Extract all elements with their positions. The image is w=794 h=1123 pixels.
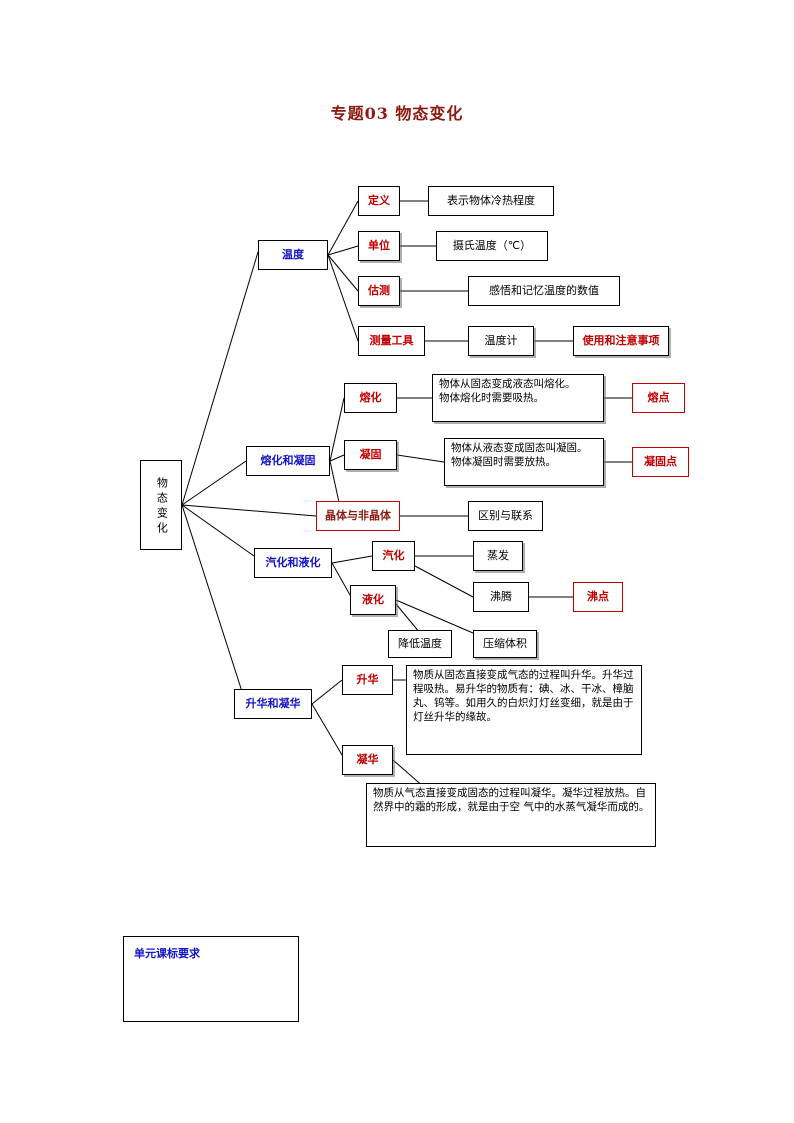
node-deposition-label: 凝华 <box>356 752 379 766</box>
node-temperature-definition-detail-label: 表示物体冷热程度 <box>447 193 535 207</box>
node-solidifying[interactable]: 凝固 <box>344 440 397 470</box>
unit-standard-box[interactable]: 单元课标要求 <box>123 936 299 1022</box>
node-boiling-point-label: 沸点 <box>587 589 609 603</box>
node-temperature-definition-detail[interactable]: 表示物体冷热程度 <box>428 186 554 216</box>
node-root[interactable]: 物态变化 <box>140 460 182 550</box>
node-temperature-tool-label: 测量工具 <box>369 333 414 347</box>
node-temperature-unit-label: 单位 <box>368 238 390 252</box>
node-boiling[interactable]: 沸腾 <box>473 582 529 612</box>
node-boiling-point[interactable]: 沸点 <box>573 582 623 612</box>
node-vaporization-liquefaction[interactable]: 汽化和液化 <box>254 548 332 578</box>
node-melting-solidifying-label: 熔化和凝固 <box>260 453 316 467</box>
node-deposition-definition[interactable]: 物质从气态直接变成固态的过程叫凝华。凝华过程放热。自然界中的霜的形成，就是由于空… <box>366 783 656 847</box>
node-lower-temperature[interactable]: 降低温度 <box>388 630 452 658</box>
node-melting-definition-text: 物体从固态变成液态叫熔化。 物体熔化时需要吸热。 <box>439 378 576 404</box>
node-evaporation[interactable]: 蒸发 <box>473 541 523 571</box>
node-solidifying-definition[interactable]: 物体从液态变成固态叫凝固。 物体凝固时需要放热。 <box>444 438 604 486</box>
node-boiling-label: 沸腾 <box>490 589 512 603</box>
node-solidifying-point[interactable]: 凝固点 <box>632 447 689 477</box>
node-temperature-estimate-detail[interactable]: 感悟和记忆温度的数值 <box>468 276 620 306</box>
node-thermometer-usage[interactable]: 使用和注意事项 <box>573 326 669 356</box>
node-temperature-estimate-label: 估测 <box>368 283 390 297</box>
node-liquefaction[interactable]: 液化 <box>350 585 396 615</box>
node-temperature-unit-detail[interactable]: 摄氏温度（℃） <box>436 231 548 261</box>
node-crystal-label: 晶体与非晶体 <box>325 508 391 522</box>
node-temperature-definition[interactable]: 定义 <box>358 186 400 216</box>
node-solidifying-definition-text: 物体从液态变成固态叫凝固。 物体凝固时需要放热。 <box>451 442 588 468</box>
node-lower-temperature-label: 降低温度 <box>398 636 442 650</box>
node-crystal-detail-label: 区别与联系 <box>478 508 533 522</box>
node-solidifying-label: 凝固 <box>359 447 382 461</box>
node-sublimation-definition-text: 物质从固态直接变成气态的过程叫升华。升华过程吸热。易升华的物质有：碘、冰、干冰、… <box>413 669 634 723</box>
node-vaporization-liquefaction-label: 汽化和液化 <box>265 555 321 569</box>
node-temperature-definition-label: 定义 <box>368 193 390 207</box>
node-vaporization-label: 汽化 <box>382 548 405 562</box>
node-sublimation-definition[interactable]: 物质从固态直接变成气态的过程叫升华。升华过程吸热。易升华的物质有：碘、冰、干冰、… <box>406 665 642 755</box>
node-temperature-label: 温度 <box>282 247 304 261</box>
node-sublimation[interactable]: 升华 <box>342 665 393 695</box>
page-title: 专题03 物态变化 <box>330 104 464 123</box>
node-melting-definition[interactable]: 物体从固态变成液态叫熔化。 物体熔化时需要吸热。 <box>432 374 604 422</box>
node-compress-volume-label: 压缩体积 <box>483 636 527 650</box>
node-melting-point-label: 熔点 <box>647 390 670 404</box>
node-thermometer[interactable]: 温度计 <box>468 326 534 356</box>
node-deposition[interactable]: 凝华 <box>342 745 393 775</box>
node-root-label: 物态变化 <box>155 477 169 537</box>
node-liquefaction-label: 液化 <box>362 592 384 606</box>
node-deposition-definition-text: 物质从气态直接变成固态的过程叫凝华。凝华过程放热。自然界中的霜的形成，就是由于空… <box>373 787 650 813</box>
node-evaporation-label: 蒸发 <box>487 548 509 562</box>
node-temperature-estimate-detail-label: 感悟和记忆温度的数值 <box>489 283 599 297</box>
node-solidifying-point-label: 凝固点 <box>644 454 677 468</box>
node-melting-point[interactable]: 熔点 <box>632 383 685 413</box>
node-temperature[interactable]: 温度 <box>258 240 328 270</box>
node-melting[interactable]: 熔化 <box>344 383 397 413</box>
node-crystal[interactable]: 晶体与非晶体 <box>316 501 400 531</box>
node-temperature-estimate[interactable]: 估测 <box>358 276 400 306</box>
node-temperature-unit-detail-label: 摄氏温度（℃） <box>452 238 532 252</box>
unit-standard-label: 单元课标要求 <box>134 947 200 960</box>
node-thermometer-label: 温度计 <box>484 333 518 347</box>
node-vaporization[interactable]: 汽化 <box>372 541 415 571</box>
node-melting-label: 熔化 <box>359 390 382 404</box>
node-melting-solidifying[interactable]: 熔化和凝固 <box>246 446 330 476</box>
node-compress-volume[interactable]: 压缩体积 <box>473 630 537 658</box>
node-sublimation-deposition[interactable]: 升华和凝华 <box>234 689 312 719</box>
node-crystal-detail[interactable]: 区别与联系 <box>468 501 543 531</box>
node-sublimation-label: 升华 <box>356 672 379 686</box>
node-temperature-unit[interactable]: 单位 <box>358 231 400 261</box>
node-sublimation-deposition-label: 升华和凝华 <box>245 696 301 710</box>
node-temperature-tool[interactable]: 测量工具 <box>358 326 425 356</box>
node-thermometer-usage-label: 使用和注意事项 <box>582 333 660 347</box>
